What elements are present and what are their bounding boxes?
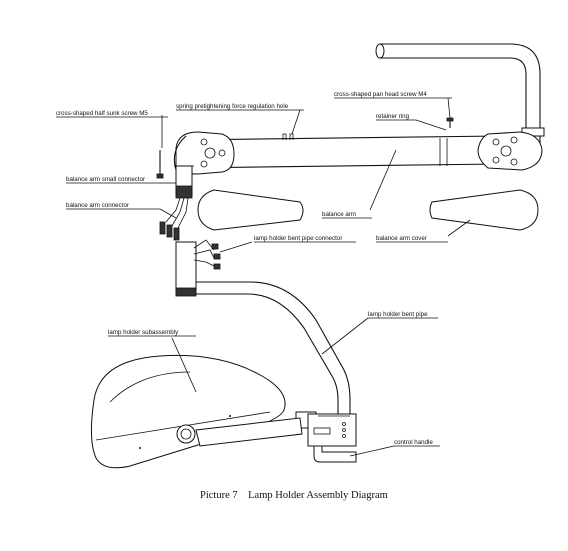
figure-caption: Picture 7 Lamp Holder Assembly Diagram	[200, 490, 388, 501]
control-handle-assembly	[295, 411, 357, 463]
label-half-sunk-screw: cross-shaped half sunk screw M5	[56, 110, 148, 117]
m5-screw	[156, 150, 164, 179]
label-control-handle: control handle	[394, 439, 433, 446]
label-arm-connector: balance arm connector	[66, 202, 129, 209]
label-balance-arm-cover: balance arm cover	[376, 235, 427, 242]
balance-arm-right-end	[477, 131, 543, 171]
label-bent-pipe-connector: lamp holder bent pipe connector	[254, 235, 342, 242]
label-spring-hole: spring pretightening force regulation ho…	[176, 103, 289, 110]
label-subassembly: lamp holder subassembly	[108, 329, 179, 336]
m4-screw	[446, 117, 454, 128]
bent-pipe-connector	[175, 239, 221, 297]
balance-arm-body	[179, 133, 501, 169]
balance-arm-cover-left	[197, 189, 304, 231]
label-small-connector: balance arm small connector	[66, 176, 145, 183]
label-bent-pipe: lamp holder bent pipe	[368, 311, 428, 318]
lamp-holder-bent-pipe	[196, 281, 351, 420]
balance-arm-small-connector	[174, 165, 194, 199]
label-pan-head-screw: cross-shaped pan head screw M4	[334, 91, 427, 98]
lamp-holder-subassembly	[90, 354, 303, 469]
leader-lines	[159, 97, 471, 457]
balance-arm-connector-wires	[159, 197, 189, 241]
label-retainer-ring: retainer ring	[376, 113, 410, 120]
balance-arm-cover-right	[429, 189, 539, 231]
balance-arm-left-end	[173, 131, 235, 175]
label-balance-arm: balance arm	[322, 211, 356, 218]
